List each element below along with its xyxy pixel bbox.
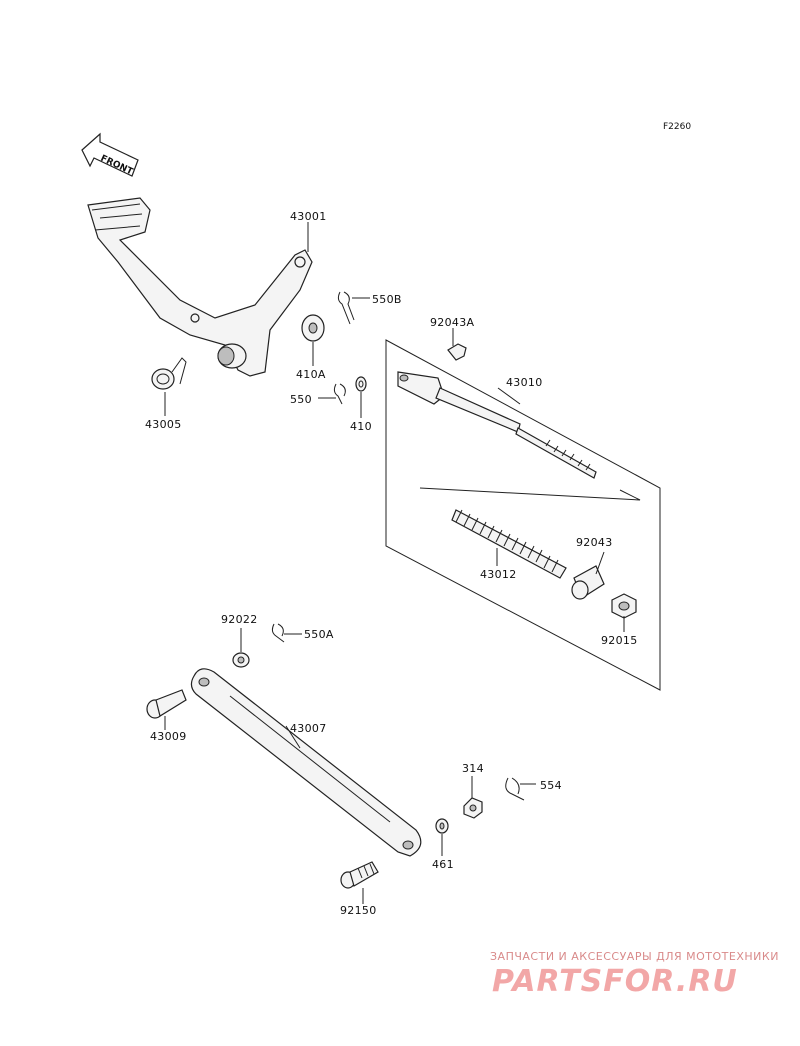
washer-92022-part — [232, 652, 250, 668]
rod-assembly-panel — [385, 339, 661, 691]
label-43007: 43007 — [290, 722, 327, 735]
label-550b: 550B — [372, 293, 402, 306]
leader-lines — [164, 222, 625, 904]
figure-code: F2260 — [663, 122, 691, 132]
label-550a: 550A — [304, 628, 334, 641]
bolt-92150-part — [340, 861, 379, 889]
assembly-leader-line — [419, 487, 641, 501]
label-410a: 410A — [296, 368, 326, 381]
washer-410-part — [355, 376, 367, 392]
label-43005: 43005 — [145, 418, 182, 431]
brake-pedal-part — [87, 197, 313, 377]
cotter-pin-550b-part — [337, 291, 355, 325]
watermark-tagline: ЗАПЧАСТИ И АКСЕССУАРЫ ДЛЯ МОТОТЕХНИКИ — [490, 950, 779, 963]
compression-spring-part — [451, 509, 567, 579]
label-92043: 92043 — [576, 536, 613, 549]
clevis-pin-43009-part — [146, 689, 187, 719]
cotter-pin-550a-part — [271, 623, 285, 643]
label-410: 410 — [350, 420, 372, 433]
label-92015: 92015 — [601, 634, 638, 647]
washer-461-part — [435, 818, 449, 834]
label-92150: 92150 — [340, 904, 377, 917]
clip-554-part — [505, 777, 525, 801]
label-43012: 43012 — [480, 568, 517, 581]
label-43009: 43009 — [150, 730, 187, 743]
label-314: 314 — [462, 762, 484, 775]
nut-314-part — [463, 797, 483, 819]
watermark-logo: PARTSFOR.RU — [492, 964, 738, 999]
nut-92015-part — [611, 593, 637, 619]
pin-92043a-part — [447, 343, 467, 361]
label-554: 554 — [540, 779, 562, 792]
label-43010: 43010 — [506, 376, 543, 389]
label-461: 461 — [432, 858, 454, 871]
label-92043a: 92043A — [430, 316, 474, 329]
washer-410a-part — [301, 314, 325, 342]
front-arrow-icon: FRONT — [81, 132, 139, 178]
brake-rod-part — [397, 371, 597, 479]
label-43001: 43001 — [290, 210, 327, 223]
cotter-pin-550-part — [333, 383, 346, 405]
label-550: 550 — [290, 393, 312, 406]
joint-92043-part — [571, 565, 605, 600]
brake-link-part — [190, 668, 422, 857]
label-92022: 92022 — [221, 613, 258, 626]
return-spring-part — [151, 357, 187, 390]
